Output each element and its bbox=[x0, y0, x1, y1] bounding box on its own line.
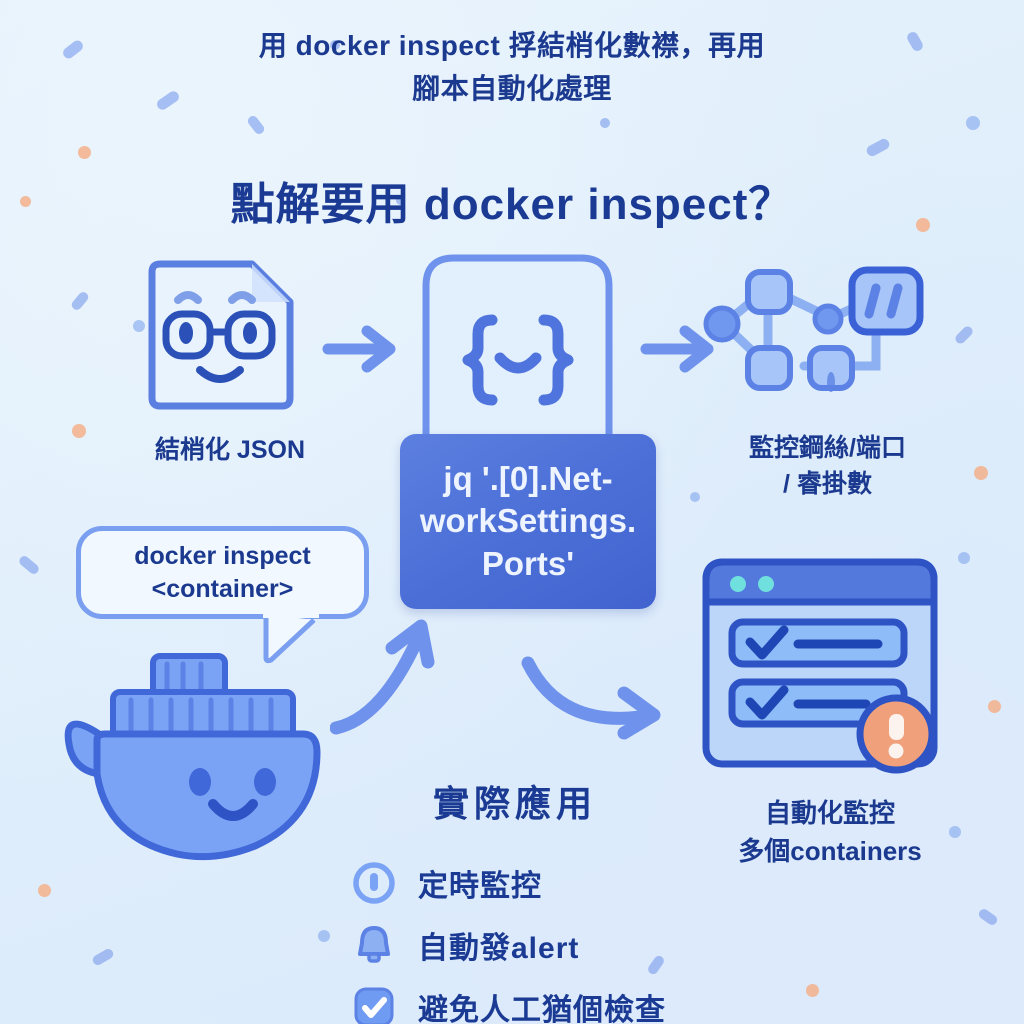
list-item-no-manual-check[interactable]: 避免人工猶個檢查 bbox=[352, 976, 912, 1024]
poster-headline: 點解要用 docker inspect？ bbox=[230, 180, 794, 229]
jq-code-line-3: Ports' bbox=[481, 544, 575, 582]
subtitle-line-2: 腳本自動化處理 bbox=[412, 73, 612, 105]
confetti-dash-22 bbox=[976, 907, 1000, 927]
curved-arrow-down-right-icon bbox=[521, 656, 661, 740]
confetti-dash-5 bbox=[69, 290, 91, 312]
confetti-dot-20 bbox=[988, 700, 1001, 713]
arrow-right-icon bbox=[322, 325, 396, 373]
docker-inspect-speech-bubble[interactable]: docker inspect <container> bbox=[76, 526, 369, 619]
network-graph-icon bbox=[703, 266, 924, 392]
confetti-dash-12 bbox=[600, 118, 610, 128]
confetti-dot-18 bbox=[974, 466, 988, 480]
jq-code-line-2: workSettings. bbox=[419, 502, 637, 540]
docker-whale-icon bbox=[64, 653, 321, 861]
auto-caption-line-2: 多個containers bbox=[738, 835, 922, 866]
auto-caption-line-1: 自動化監控 bbox=[764, 798, 895, 828]
document-smiley-glasses-icon bbox=[148, 260, 294, 410]
json-braces-smiley-icon bbox=[422, 254, 613, 452]
list-item-label: 定時監控 bbox=[418, 870, 542, 903]
timer-clock-icon bbox=[353, 862, 395, 904]
confetti-dash-15 bbox=[864, 137, 892, 158]
confetti-bdot-10 bbox=[318, 930, 330, 942]
list-item-alert[interactable]: 自動發alert bbox=[352, 914, 912, 976]
confetti-dot-8 bbox=[38, 884, 51, 897]
practical-section-title: 實際應用 bbox=[432, 783, 597, 824]
confetti-bdot-14 bbox=[966, 116, 980, 130]
list-item-label: 自動發alert bbox=[418, 932, 580, 965]
jq-command-box[interactable]: jq '.[0].Net- workSettings. Ports' bbox=[400, 434, 656, 609]
confetti-dash-17 bbox=[953, 324, 975, 346]
bell-icon bbox=[358, 926, 390, 963]
list-item-label: 避免人工猶個檢查 bbox=[418, 994, 666, 1024]
curved-arrow-up-icon bbox=[330, 619, 435, 735]
checkbox-check-icon bbox=[354, 987, 394, 1024]
network-monitor-caption: 監控鋼絲/端口 / 睿掛數 bbox=[690, 430, 965, 503]
speech-bubble-tail bbox=[263, 612, 319, 664]
jq-code-line-1: jq '.[0].Net- bbox=[443, 460, 613, 498]
confetti-dash-3 bbox=[245, 114, 267, 136]
list-item-timer[interactable]: 定時監控 bbox=[352, 852, 912, 914]
bubble-line-2: <container> bbox=[151, 574, 294, 603]
automated-monitoring-caption: 自動化監控 多個containers bbox=[690, 795, 970, 870]
confetti-dash-9 bbox=[90, 947, 116, 967]
browser-window-checklist-icon bbox=[702, 558, 938, 774]
net-caption-line-2: / 睿掛數 bbox=[783, 470, 872, 499]
net-caption-line-1: 監控鋼絲/端口 bbox=[749, 434, 906, 462]
practical-use-list: 定時監控 自動發alert 避免人工猶個檢查 bbox=[352, 852, 912, 1024]
bubble-line-1: docker inspect bbox=[134, 542, 311, 570]
confetti-dot-2 bbox=[78, 146, 91, 159]
structured-json-caption: 結梢化 JSON bbox=[154, 436, 306, 464]
arrow-right-icon-2 bbox=[640, 325, 714, 373]
subtitle-line-1: 用 docker inspect 捊結梢化數襟，再用 bbox=[258, 30, 766, 61]
poster-subtitle: 用 docker inspect 捊結梢化數襟，再用 腳本自動化處理 bbox=[0, 24, 1024, 111]
confetti-dash-7 bbox=[17, 554, 41, 576]
confetti-bdot-19 bbox=[958, 552, 970, 564]
